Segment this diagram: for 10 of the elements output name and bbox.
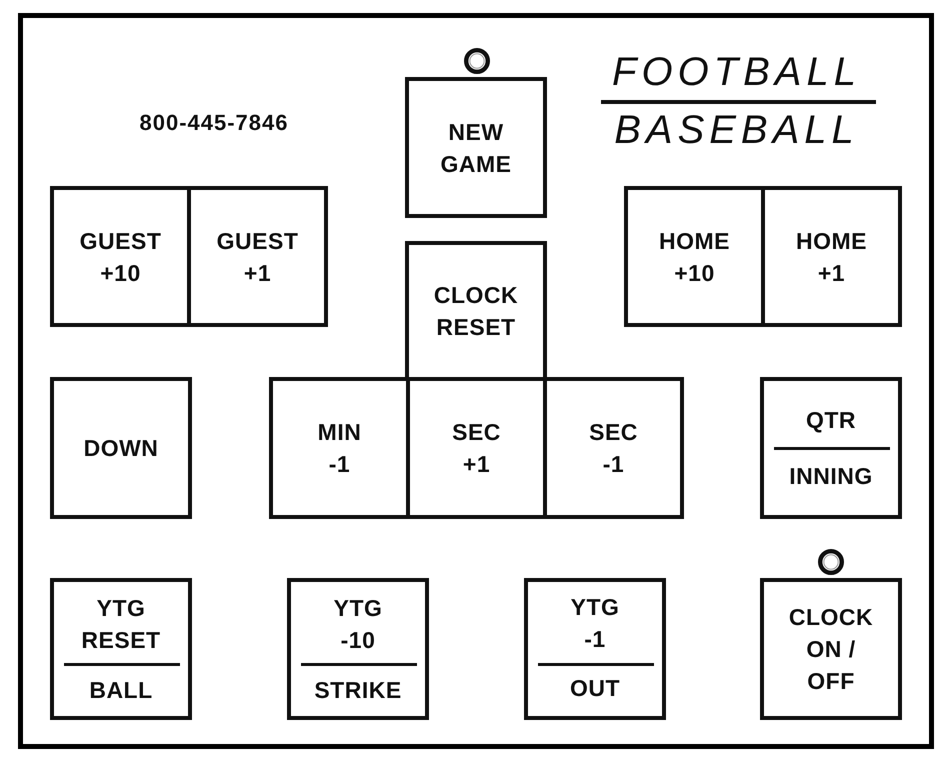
- sport-mode-label: BASEBALL: [613, 108, 859, 152]
- keypad-button: YTG -10 STRIKE: [287, 578, 429, 720]
- keypad-button: YTG -1 OUT: [524, 578, 666, 720]
- keypad-button: YTG RESET BALL: [50, 578, 192, 720]
- phone-number: 800-445-7846: [140, 110, 288, 136]
- keypad-button: DOWN: [50, 377, 192, 519]
- keypad-button: NEW GAME: [405, 77, 547, 218]
- keypad-button: QTR INNING: [760, 377, 902, 519]
- keypad-button: CLOCK ON / OFF: [760, 578, 902, 720]
- sport-mode-label: FOOTBALL: [611, 50, 861, 94]
